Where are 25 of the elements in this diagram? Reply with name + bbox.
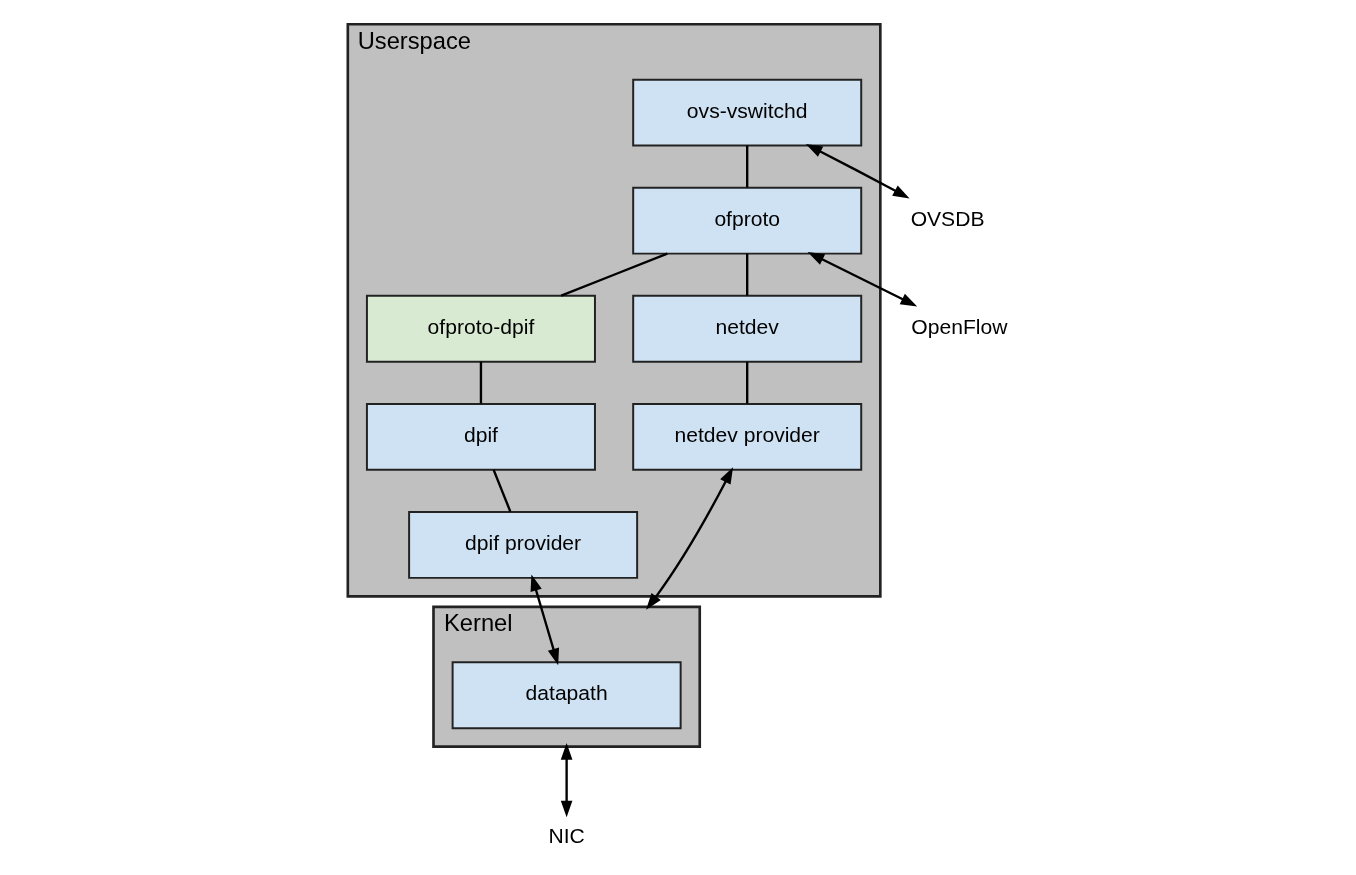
arrow (646, 467, 734, 610)
connector (746, 145, 749, 188)
arrow (560, 743, 573, 818)
node-label: Kernel (444, 610, 513, 637)
cluster (432, 605, 702, 748)
connector (560, 252, 668, 297)
node-text: OVSDB (910, 206, 985, 230)
node-box: netdev provider (632, 402, 863, 471)
node-box: ovs-vswitchd (632, 78, 863, 147)
node-box: dpif provider (408, 511, 639, 579)
node-box: netdev (632, 294, 863, 363)
node-label: Userspace (357, 27, 472, 54)
arrow (807, 252, 918, 307)
connector (492, 469, 512, 513)
node-text: NIC (548, 823, 585, 847)
arrow (805, 143, 910, 199)
connector (746, 361, 749, 404)
connector (746, 253, 749, 296)
node-text: OpenFlow (911, 314, 1008, 338)
node-box: dpif (365, 402, 596, 471)
connector (479, 361, 483, 404)
node-box: datapath (451, 661, 682, 730)
arrow (530, 574, 560, 666)
node-box: ofproto-dpif (365, 294, 596, 363)
node-box: ofproto (632, 186, 863, 255)
